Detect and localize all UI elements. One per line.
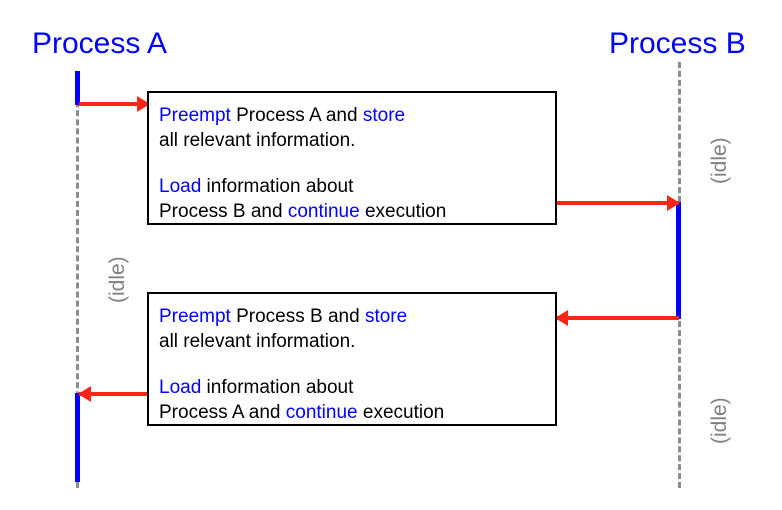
plain-text: Process A and xyxy=(230,105,363,126)
plain-text: all relevant information. xyxy=(159,130,356,151)
plain-text: Process A and xyxy=(159,402,286,423)
box-paragraph-gap xyxy=(159,354,555,375)
idle-label-process-a: (idle) xyxy=(106,256,129,303)
arrow-process-b-to-switch-box xyxy=(555,310,679,326)
keyword-text: Load xyxy=(159,176,202,197)
arrowhead-left-icon xyxy=(78,386,91,402)
plain-text: Process B and xyxy=(230,306,365,327)
box-text-line: Preempt Process B and store xyxy=(159,304,555,329)
plain-text: information about xyxy=(201,377,354,398)
box-text-line: Process B and continue execution xyxy=(159,199,555,224)
context-switch-box-a-to-b: Preempt Process A and store all relevant… xyxy=(147,91,557,225)
lifeline-label-process-b: Process B xyxy=(609,27,746,60)
box-text-line: Process A and continue execution xyxy=(159,400,555,425)
plain-text: execution xyxy=(359,201,447,222)
active-bar-process-a-second xyxy=(75,393,80,482)
arrow-process-a-to-switch-box xyxy=(79,96,150,112)
box-text-line: all relevant information. xyxy=(159,128,555,153)
keyword-text: continue xyxy=(285,402,358,423)
plain-text: execution xyxy=(357,402,445,423)
arrowhead-right-icon xyxy=(137,96,150,112)
box-text-line: Load information about xyxy=(159,375,555,400)
plain-text: information about xyxy=(201,176,354,197)
arrow-switch-box-to-process-b xyxy=(556,195,680,211)
active-bar-process-b xyxy=(676,202,681,319)
keyword-text: store xyxy=(364,306,408,327)
plain-text: all relevant information. xyxy=(159,331,356,352)
arrow-switch-box-to-process-a xyxy=(78,386,149,402)
arrowhead-left-icon xyxy=(555,310,568,326)
plain-text: Process B and xyxy=(159,201,288,222)
keyword-text: Preempt xyxy=(159,306,231,327)
lifeline-dash-process-a xyxy=(76,74,79,488)
keyword-text: store xyxy=(362,105,406,126)
keyword-text: Load xyxy=(159,377,202,398)
idle-label-process-b-top: (idle) xyxy=(708,137,731,184)
keyword-text: Preempt xyxy=(159,105,231,126)
box-text-line: Load information about xyxy=(159,174,555,199)
lifeline-label-process-a: Process A xyxy=(32,27,168,60)
keyword-text: continue xyxy=(287,201,360,222)
context-switch-box-b-to-a: Preempt Process B and store all relevant… xyxy=(147,292,557,426)
arrowhead-right-icon xyxy=(667,195,680,211)
active-bar-process-a-first xyxy=(75,71,80,105)
box-text-line: Preempt Process A and store xyxy=(159,103,555,128)
box-paragraph-gap xyxy=(159,153,555,174)
box-text-line: all relevant information. xyxy=(159,329,555,354)
idle-label-process-b-bottom: (idle) xyxy=(708,397,731,444)
